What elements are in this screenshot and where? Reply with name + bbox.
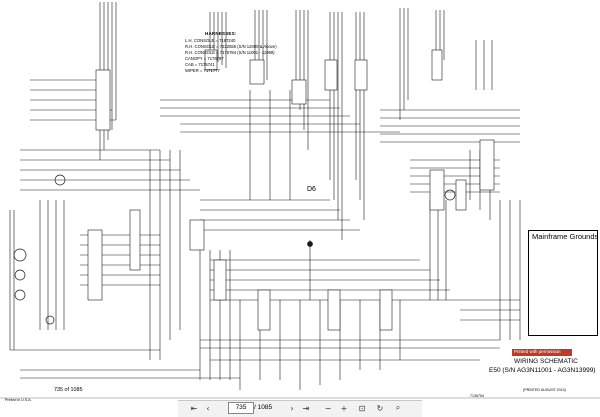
right-wire-bundle xyxy=(380,109,521,340)
zoom-out-icon[interactable]: − xyxy=(324,403,332,413)
component-symbols xyxy=(13,174,456,325)
page-number-input[interactable]: 735 xyxy=(228,402,254,414)
component-symbol xyxy=(14,269,26,281)
central-wire-bundle xyxy=(160,90,500,390)
harness-line: R.H. CONSOLE = 7222555 (S/N 12000 & Abov… xyxy=(185,44,277,49)
connector xyxy=(379,289,393,331)
component-symbol xyxy=(307,241,313,247)
component-symbol xyxy=(444,189,456,201)
connector xyxy=(327,289,341,331)
connector xyxy=(204,49,218,71)
connector xyxy=(429,169,445,211)
harness-line: WIPER = 7171777 xyxy=(185,68,220,73)
part-number: 7136754 xyxy=(470,394,484,398)
left-wire-bundle xyxy=(9,79,240,379)
connector xyxy=(291,79,307,105)
zoom-in-icon[interactable]: + xyxy=(340,403,348,413)
prev-page-icon[interactable]: ‹ xyxy=(206,403,210,413)
last-page-icon[interactable]: ⇥ xyxy=(302,403,310,413)
harness-line: L.H. CONSOLE = 7167240 xyxy=(185,38,236,43)
connector xyxy=(257,289,271,331)
diagram-marker: D6 xyxy=(307,186,316,193)
first-page-icon[interactable]: ⇤ xyxy=(190,403,198,413)
next-page-icon[interactable]: › xyxy=(290,403,294,413)
connector xyxy=(189,219,205,251)
harness-line: CAB = 7175741 xyxy=(185,62,215,67)
harness-line: R.H. CONSOLE = 7175784 (S/N 11001 - 1199… xyxy=(185,50,275,55)
mainframe-grounds-title: Mainframe Grounds xyxy=(532,232,599,241)
page-total: / 1085 xyxy=(254,404,273,411)
component-symbol xyxy=(13,248,27,262)
connector xyxy=(95,69,111,131)
page-label: 735 of 1085 xyxy=(54,387,83,393)
harness-line: CANOPY = 7176787 xyxy=(185,56,224,61)
printed-usa: Printed in U.S.A. xyxy=(5,398,32,402)
component-symbol xyxy=(14,289,26,301)
search-icon[interactable]: ⌕ xyxy=(395,403,401,412)
fit-page-icon[interactable]: ⊡ xyxy=(358,403,366,413)
connector xyxy=(455,179,467,211)
stamp-band xyxy=(512,349,572,356)
printed-date: (PRINTED AUGUST 2013) xyxy=(523,388,566,392)
schematic-title: WIRING SCHEMATIC xyxy=(514,358,578,365)
connector xyxy=(129,209,141,271)
top-wire-bundle xyxy=(99,2,493,240)
schematic-model: E50 (S/N AG3N11001 - AG3N13999) xyxy=(489,367,596,374)
harness-legend-title: HARNESSES: xyxy=(205,31,237,36)
stamp-text: Printed with permission xyxy=(514,349,561,354)
connector xyxy=(431,49,443,81)
connector xyxy=(324,59,338,91)
connector xyxy=(479,139,495,191)
connector xyxy=(213,259,227,301)
connector-blocks xyxy=(87,49,495,331)
wiring-lines xyxy=(9,2,521,390)
rotate-icon[interactable]: ↻ xyxy=(376,403,384,413)
component-symbol xyxy=(45,315,55,325)
connector xyxy=(249,59,265,85)
mainframe-grounds-box xyxy=(528,230,598,336)
connector xyxy=(354,59,368,91)
component-symbol xyxy=(54,174,66,186)
connector xyxy=(87,229,103,301)
